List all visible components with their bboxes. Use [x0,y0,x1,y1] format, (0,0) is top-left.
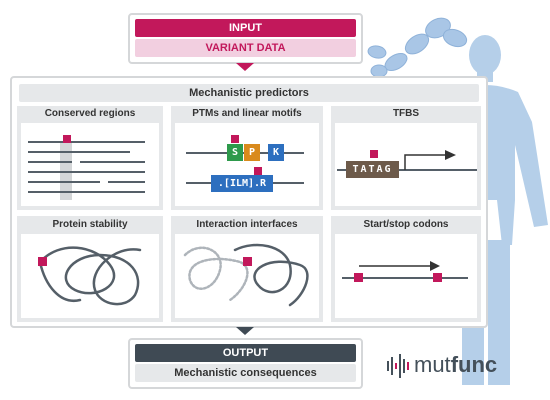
mutfunc-logo-icon [387,354,409,378]
cell-icons [367,17,468,78]
variant-marker [231,135,239,143]
brand-logo: mutfunc [414,352,497,378]
output-header: OUTPUT [135,344,356,362]
output-arrow [236,327,254,335]
variant-marker [63,135,71,143]
mechanistic-title: Mechanistic predictors [19,84,479,102]
panel-title-interaction: Interaction interfaces [196,219,298,230]
panel-title-tfbs: TFBS [392,108,420,119]
motif-residue-k: K [268,144,284,161]
variant-marker [243,257,252,266]
variant-marker [254,167,262,175]
panel-title-ptm: PTMs and linear motifs [192,108,302,119]
tfbs-sequence: TATAG [346,161,399,178]
panel-title-conserved: Conserved regions [44,108,136,119]
input-arrow [236,63,254,71]
variant-marker [433,273,442,282]
motif-pattern: .[ILM].R [211,175,273,192]
variant-marker [354,273,363,282]
variant-marker [38,257,47,266]
protein-fold-graphic [38,246,142,306]
codon-graphic [342,261,468,282]
brand-suffix: func [450,352,498,377]
alignment-graphic [28,135,145,200]
variant-marker [370,150,378,158]
motif-residue-s: S [227,144,243,161]
panel-title-codons: Start/stop codons [363,219,449,230]
interaction-graphic [183,243,309,307]
input-subtitle: VARIANT DATA [135,39,356,57]
panel-title-stability: Protein stability [52,219,128,230]
brand-prefix: mut [414,352,451,377]
motif-residue-p: P [244,144,260,161]
input-header: INPUT [135,19,356,37]
output-subtitle: Mechanistic consequences [135,364,356,382]
